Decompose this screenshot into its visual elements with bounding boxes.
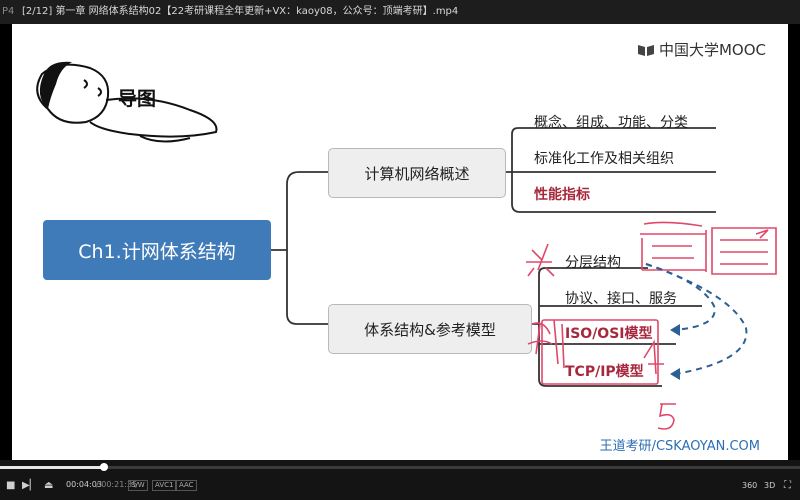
progress-knob[interactable] [100, 463, 108, 471]
format-tag: P4 [2, 6, 15, 17]
doodle-label: 导图 [118, 88, 157, 110]
branch-node-overview: 计算机网络概述 [328, 148, 506, 198]
current-time: 00:04:03 [66, 480, 102, 489]
title-bar: P4 [2/12] 第一章 网络体系结构02【22考研课程全年更新+VX：kao… [0, 0, 800, 24]
leaf-protocol-interface-service: 协议、接口、服务 [565, 291, 677, 307]
branch-node-architecture: 体系结构&参考模型 [328, 304, 532, 354]
video-frame[interactable]: 中国大学MOOC 导图 Ch1.计网体系结构 计算机网络概述 体系结构&参考模型… [12, 24, 788, 460]
book-icon [637, 44, 654, 56]
total-time: / 00:21:35 [96, 480, 138, 489]
leaf-standardization: 标准化工作及相关组织 [534, 151, 674, 167]
leaf-iso-osi: ISO/OSI模型 [565, 326, 653, 342]
progress-fill [0, 466, 104, 469]
step-forward-icon[interactable]: ▶▏ [22, 480, 38, 491]
leaf-tcp-ip: TCP/IP模型 [565, 364, 644, 380]
badge-avc1: AVC1 [152, 480, 177, 491]
vr-360-button[interactable]: 360 [742, 481, 758, 490]
sleeping-person-doodle [36, 61, 218, 143]
leaf-concepts: 概念、组成、功能、分类 [534, 115, 688, 131]
footer-watermark: 王道考研/CSKAOYAN.COM [599, 439, 760, 454]
3d-button[interactable]: 3D [764, 481, 776, 490]
mooc-logo-text: 中国大学MOOC [658, 41, 766, 59]
eject-icon[interactable]: ⏏ [44, 480, 54, 491]
badge-aac: AAC [176, 480, 197, 491]
leaf-layering: 分层结构 [565, 255, 621, 271]
mooc-logo: 中国大学MOOC [637, 39, 766, 60]
window-title: [2/12] 第一章 网络体系结构02【22考研课程全年更新+VX：kaoy08… [22, 6, 459, 17]
badge-sw: S/W [128, 480, 148, 491]
progress-bar[interactable] [0, 463, 800, 471]
root-node: Ch1.计网体系结构 [43, 220, 271, 280]
leaf-performance: 性能指标 [534, 187, 590, 203]
player-control-bar: ■ ▶▏ ⏏ 00:04:03 / 00:21:35 S/W AVC1 AAC … [0, 460, 800, 500]
fullscreen-icon[interactable]: ⛶ [784, 480, 791, 491]
stop-icon[interactable]: ■ [6, 480, 16, 491]
